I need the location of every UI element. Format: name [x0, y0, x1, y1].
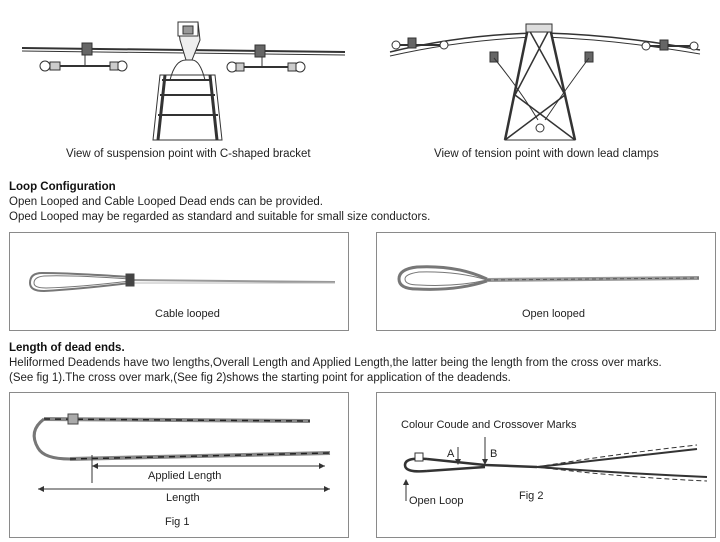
open-looped-label: Open looped — [522, 308, 585, 320]
fig1-drawing — [32, 413, 331, 492]
fig2-label: Fig 2 — [519, 490, 544, 502]
suspension-point-drawing — [21, 21, 346, 141]
length-heading: Length of dead ends. — [9, 342, 125, 354]
length-line-1: Heliformed Deadends have two lengths,Ove… — [9, 357, 662, 369]
top-illustrations — [21, 21, 701, 141]
open-looped-panel: Open looped — [376, 232, 716, 331]
loop-line-2: Oped Looped may be regarded as standard … — [9, 211, 431, 223]
suspension-caption: View of suspension point with C-shaped b… — [66, 148, 311, 160]
open-looped-drawing — [397, 265, 700, 291]
loop-configuration-heading: Loop Configuration — [9, 181, 116, 193]
open-loop-label: Open Loop — [409, 495, 464, 507]
fig1-panel: Applied Length Length Fig 1 — [9, 392, 349, 538]
applied-length-label: Applied Length — [148, 470, 222, 482]
length-line-2: (See fig 1).The cross over mark,(See fig… — [9, 372, 511, 384]
fig2-panel: Colour Coude and Crossover Marks A B Ope… — [376, 392, 716, 538]
cable-looped-label: Cable looped — [155, 308, 220, 320]
cable-looped-drawing — [28, 271, 336, 293]
loop-line-1: Open Looped and Cable Looped Dead ends c… — [9, 196, 323, 208]
fig2-drawing — [403, 437, 708, 501]
mark-a-label: A — [447, 448, 455, 460]
cable-looped-panel: Cable looped — [9, 232, 349, 331]
tension-point-drawing — [389, 23, 701, 141]
overall-length-label: Length — [166, 492, 200, 504]
tension-caption: View of tension point with down lead cla… — [434, 148, 659, 160]
colour-crossover-title: Colour Coude and Crossover Marks — [401, 419, 577, 431]
mark-b-label: B — [490, 448, 498, 460]
fig1-label: Fig 1 — [165, 516, 190, 528]
